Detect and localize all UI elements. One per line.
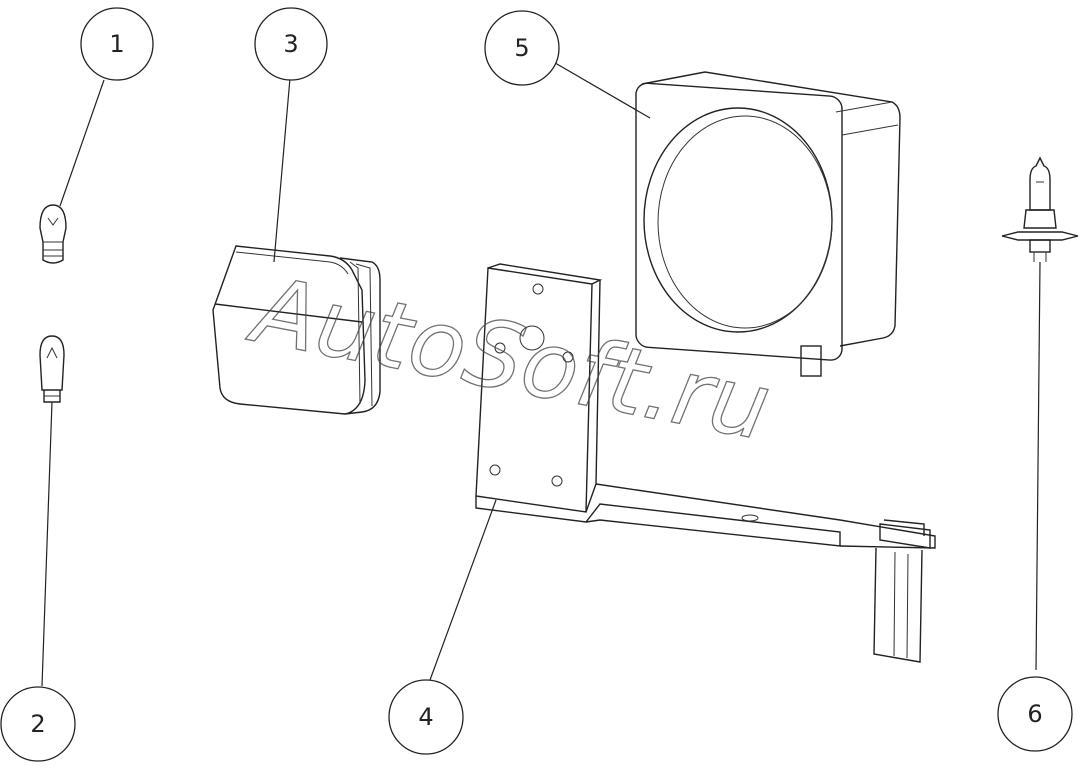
leader-2 bbox=[41, 401, 53, 687]
marker-lamp-3 bbox=[212, 245, 381, 415]
leader-1 bbox=[59, 79, 105, 207]
callout-5-label: 5 bbox=[514, 34, 529, 62]
bulb-small-2 bbox=[39, 335, 65, 403]
callout-1: 1 bbox=[80, 7, 154, 81]
bulb-small-1 bbox=[39, 204, 67, 264]
headlamp-5 bbox=[635, 71, 901, 377]
callout-1-label: 1 bbox=[109, 30, 124, 58]
leader-3 bbox=[273, 77, 291, 263]
callout-6-label: 6 bbox=[1027, 700, 1042, 728]
leader-4 bbox=[429, 499, 497, 681]
callout-3-label: 3 bbox=[283, 30, 298, 58]
leader-5 bbox=[549, 59, 651, 119]
callout-6: 6 bbox=[997, 676, 1073, 752]
callout-5: 5 bbox=[484, 10, 560, 86]
leader-6 bbox=[1035, 261, 1041, 671]
watermark-text: AutoSoft.ru bbox=[241, 256, 779, 462]
callout-4: 4 bbox=[388, 679, 464, 755]
halogen-bulb-6 bbox=[1001, 156, 1079, 262]
callout-4-label: 4 bbox=[418, 703, 433, 731]
callout-2: 2 bbox=[0, 686, 76, 762]
bracket-4 bbox=[475, 263, 936, 663]
callout-2-label: 2 bbox=[30, 710, 45, 738]
callout-3: 3 bbox=[254, 7, 328, 81]
